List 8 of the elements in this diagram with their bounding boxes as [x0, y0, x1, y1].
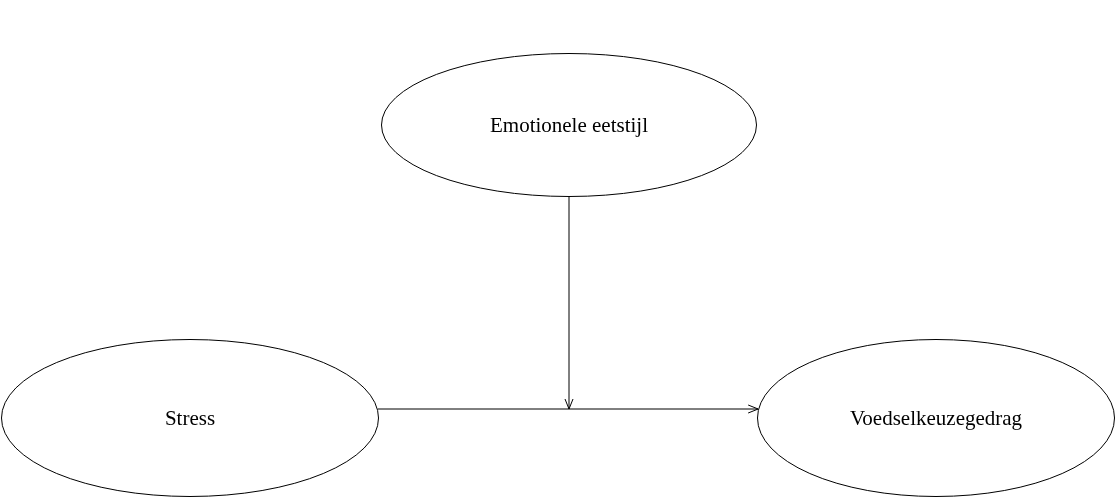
arrow: [377, 404, 759, 414]
ellipse-node: [757, 339, 1115, 497]
arrow: [564, 196, 574, 410]
node-label: Emotionele eetstijl: [489, 112, 648, 138]
node-label: Voedselkeuzegedrag: [849, 405, 1023, 431]
ellipse-node: [381, 53, 757, 197]
node-label: Stress: [164, 405, 216, 431]
ellipse-node: [1, 339, 379, 497]
